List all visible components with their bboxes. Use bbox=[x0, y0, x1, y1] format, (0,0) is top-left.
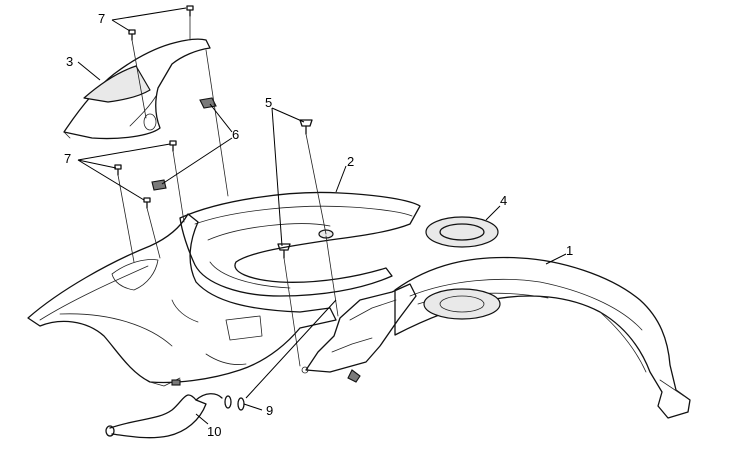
assembly-lines bbox=[117, 15, 339, 367]
leader-lines bbox=[77, 7, 567, 425]
part-5-pins bbox=[277, 119, 313, 259]
callout-4: 4 bbox=[500, 193, 508, 208]
callout-9: 9 bbox=[266, 403, 274, 418]
part-7-screws bbox=[114, 5, 194, 209]
front-shield bbox=[27, 213, 337, 387]
callout-7-left: 7 bbox=[64, 151, 72, 166]
part-10-hose bbox=[105, 393, 232, 439]
callout-6: 6 bbox=[232, 127, 240, 142]
callout-10: 10 bbox=[207, 424, 222, 439]
part-4-ring-seal bbox=[425, 216, 499, 248]
part-9-clip bbox=[237, 397, 245, 411]
part-2-inner-panel bbox=[179, 191, 421, 297]
screw-c bbox=[169, 140, 177, 152]
part-3-handle-cover bbox=[63, 38, 211, 140]
screw-a bbox=[186, 5, 194, 17]
screw-b bbox=[128, 29, 136, 41]
callout-3: 3 bbox=[66, 54, 74, 69]
part-6-clips bbox=[151, 97, 217, 191]
part-1-rear-cover bbox=[301, 256, 691, 419]
callout-2: 2 bbox=[347, 154, 355, 169]
screw-d bbox=[114, 164, 122, 176]
callout-7-top: 7 bbox=[98, 11, 106, 26]
callout-1: 1 bbox=[566, 243, 574, 258]
screw-e bbox=[143, 197, 151, 209]
callout-5: 5 bbox=[265, 95, 273, 110]
